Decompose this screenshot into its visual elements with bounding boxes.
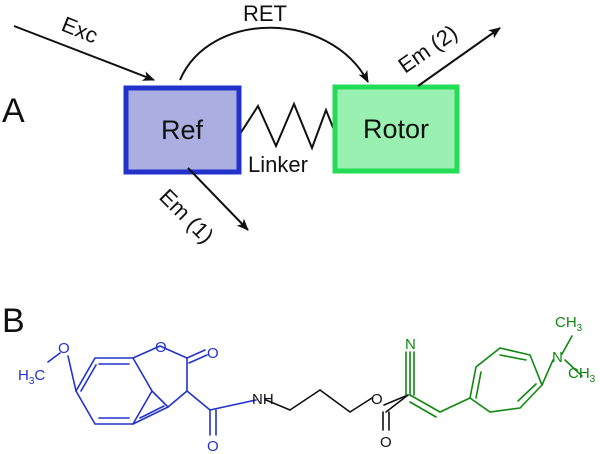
atom-o-ester-carbonyl: O: [380, 434, 392, 451]
em2-arrow: [417, 27, 501, 87]
atom-o-ring: O: [155, 339, 167, 356]
atom-ch3-top: CH3: [555, 314, 583, 334]
atom-h3c-3: 3: [29, 376, 35, 387]
atom-h3c-c: C: [34, 367, 45, 384]
rotor-bonds: [405, 335, 583, 418]
atom-ch3-top-3: 3: [577, 323, 583, 334]
exc-label: Exc: [58, 11, 101, 48]
atom-n-amine: N: [552, 349, 563, 366]
atom-o-ester: O: [371, 391, 383, 408]
atom-ch3-bot: CH3: [568, 365, 596, 385]
rotor-box: [332, 84, 460, 174]
atom-o-carbonyl-ring: O: [207, 345, 219, 362]
atom-ch3-top-c: CH: [555, 314, 577, 331]
linker-label: Linker: [248, 152, 308, 177]
em2-label: Em (2): [394, 20, 462, 78]
ref-box: [123, 85, 242, 175]
ref-label: Ref: [161, 115, 204, 145]
exc-arrow: [13, 25, 155, 81]
em1-label: Em (1): [154, 184, 218, 248]
ret-arrow: [179, 26, 369, 83]
linker-atoms: NH O O: [252, 391, 392, 451]
panel-a-letter: A: [2, 92, 25, 130]
coumarin-bonds: [47, 345, 257, 436]
ret-label: RET: [243, 1, 287, 26]
panel-a: A Exc RET Linker Ref Rotor Em (2) Em (1): [2, 1, 501, 248]
atom-h3c-h: H: [18, 367, 29, 384]
atom-nh-n: N: [252, 391, 263, 408]
linker-bonds: [265, 389, 409, 431]
panel-b-letter: B: [2, 302, 25, 340]
atom-n-nitrile: N: [405, 336, 416, 353]
atom-ch3-bot-c: CH: [568, 365, 590, 382]
coumarin-atoms: O O O H3C O: [18, 339, 219, 454]
panel-b: B O O O H3C: [2, 302, 596, 454]
rotor-label: Rotor: [363, 114, 429, 144]
atom-nh: NH: [252, 391, 274, 408]
em1-arrow: [187, 167, 249, 231]
linker-zigzag: [239, 101, 335, 151]
atom-h3c: H3C: [18, 367, 45, 387]
atom-o-amide: O: [207, 438, 219, 454]
atom-o-methoxy: O: [58, 340, 70, 357]
atom-ch3-bot-3: 3: [590, 374, 596, 385]
rotor-atoms: N N CH3 CH3: [405, 314, 596, 385]
atom-nh-h: H: [263, 391, 274, 408]
